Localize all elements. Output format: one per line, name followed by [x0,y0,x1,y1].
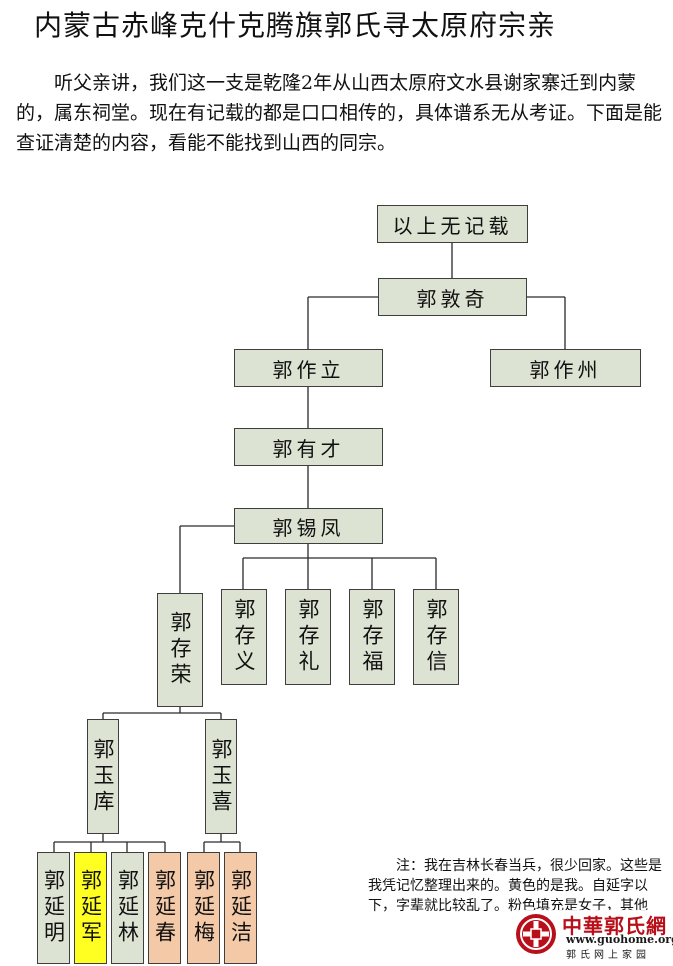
node-guo-cunrong: 郭存荣 [157,593,203,707]
node-guo-yanjun-self: 郭延军 [74,852,107,964]
site-logo: 中華郭氏網 www.guohome.org 郭氏网上家园 [512,910,673,961]
node-guo-youcai: 郭有才 [234,428,383,466]
logo-emblem-icon [516,914,556,954]
node-guo-yanming: 郭延明 [37,852,70,964]
footnote: 注：我在吉林长春当兵，很少回家。这些是我凭记忆整理出来的。黄色的是我。自延字以下… [368,858,662,914]
node-guo-cunyi: 郭存义 [221,589,267,685]
intro-paragraph: 听父亲讲，我们这一支是乾隆2年从山西太原府文水县谢家寨迁到内蒙的，属东祠堂。现在… [16,72,663,154]
node-guo-zuoli: 郭作立 [234,349,383,387]
node-guo-cunli: 郭存礼 [285,589,331,685]
logo-subtitle: 郭氏网上家园 [566,950,650,961]
node-guo-yanjie-female: 郭延洁 [224,852,257,964]
node-guo-yanchun-female: 郭延春 [148,852,181,964]
node-guo-xifeng: 郭锡凤 [234,508,383,544]
node-guo-yuku: 郭玉库 [87,719,119,834]
node-guo-cunxin: 郭存信 [413,589,459,685]
page-title: 内蒙古赤峰克什克腾旗郭氏寻太原府宗亲 [34,9,557,42]
node-guo-yanlin: 郭延林 [111,852,144,964]
logo-url: www.guohome.org [566,933,673,946]
logo-name: 中華郭氏網 [562,914,667,938]
node-guo-yanmei-female: 郭延梅 [187,852,220,964]
node-guo-zuozhou: 郭作州 [490,349,641,387]
node-guo-yuxi: 郭玉喜 [205,719,237,834]
node-guo-dunqi: 郭敦奇 [378,278,527,316]
node-guo-cunfu: 郭存福 [349,589,395,685]
node-no-record: 以上无记载 [377,205,528,243]
